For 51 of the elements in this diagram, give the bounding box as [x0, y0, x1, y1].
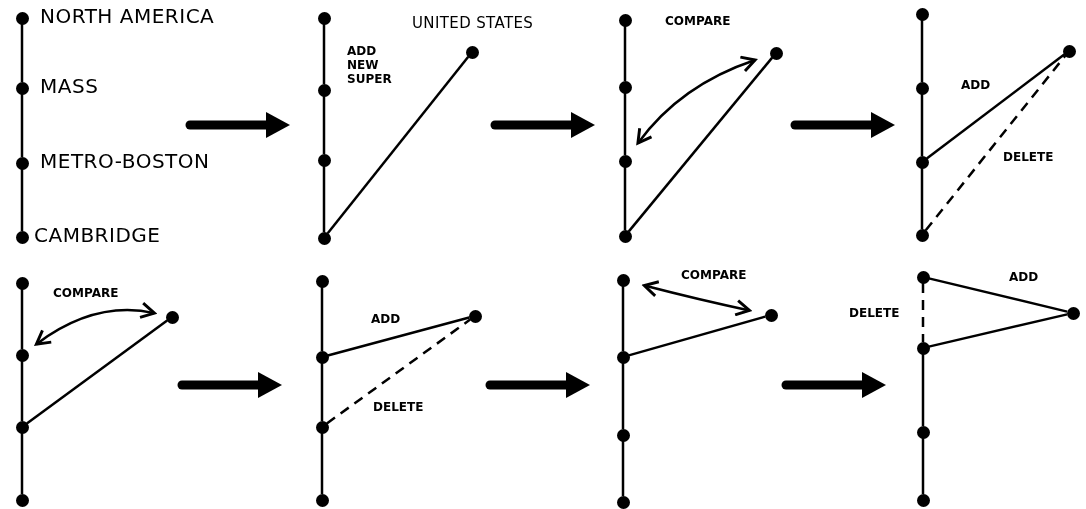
connector-line: [621, 441, 625, 496]
connector-line: [327, 316, 470, 357]
place-label: NORTH AMERICA: [40, 6, 215, 26]
connector-line: [20, 433, 24, 494]
connector-line: [322, 96, 326, 154]
double-arrow: [34, 302, 156, 346]
connector-line: [322, 166, 326, 232]
connector-line: [621, 286, 625, 351]
connector-line: [627, 56, 774, 233]
double-arrow: [642, 280, 751, 317]
edge-label: COMPARE: [680, 268, 748, 282]
connector-line: [20, 169, 24, 231]
connector-line: [20, 24, 24, 82]
connector-line: [623, 26, 627, 81]
connector-line: [623, 93, 627, 155]
edge-label: DELETE: [372, 400, 425, 414]
connector-line: [926, 53, 1065, 160]
connector-line: [320, 363, 324, 421]
edge-label: ADD: [370, 312, 402, 326]
place-label: CAMBRIDGE: [34, 225, 161, 245]
place-label: METRO-BOSTON: [40, 151, 210, 171]
connector-line: [924, 54, 1067, 232]
connector-line: [921, 438, 925, 494]
connector-line: [26, 319, 168, 425]
edge-label: ADD: [1008, 270, 1040, 284]
place-label: MASS: [40, 76, 99, 96]
connector-line: [928, 277, 1068, 313]
connector-line: [623, 167, 627, 230]
connector-line: [20, 289, 24, 349]
connector-line: [928, 313, 1068, 348]
connector-line: [326, 55, 470, 235]
edge-label: COMPARE: [664, 14, 732, 28]
connector-line: [320, 433, 324, 494]
connector-line: [326, 318, 471, 425]
connector-line: [921, 354, 925, 426]
edge-label: DELETE: [1002, 150, 1055, 164]
edge-label: DELETE: [848, 306, 901, 320]
connector-line: [920, 168, 924, 229]
connector-line: [20, 94, 24, 157]
connector-line: [920, 94, 924, 156]
double-arrow: [636, 56, 757, 145]
connector-line: [628, 315, 766, 357]
place-label: UNITED STATES: [412, 16, 534, 31]
edge-label: COMPARE: [52, 286, 120, 300]
edge-label: ADD: [960, 78, 992, 92]
connector-line: [921, 283, 925, 342]
connector-line: [621, 363, 625, 429]
connector-line: [920, 20, 924, 82]
connector-line: [20, 361, 24, 421]
connector-line: [322, 24, 326, 84]
connector-line: [320, 287, 324, 351]
